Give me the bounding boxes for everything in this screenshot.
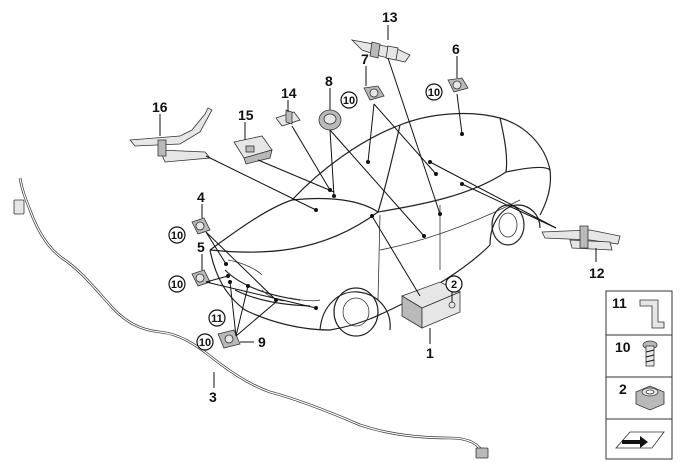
circle-10-near-5: 10: [171, 279, 183, 291]
label-3: 3: [209, 389, 217, 405]
legend-label-10: 10: [615, 339, 631, 355]
circle-10-near-4: 10: [171, 230, 183, 242]
part-13-bracket: [350, 39, 411, 63]
car-outline: [209, 112, 552, 337]
nut-icon: [635, 385, 665, 411]
part-4-sensor: [191, 217, 211, 235]
label-1: 1: [426, 345, 434, 361]
label-15: 15: [238, 107, 254, 123]
bracket-icon: [639, 299, 665, 329]
circle-10-near-7: 10: [343, 95, 355, 107]
part-5-sensor: [191, 269, 211, 287]
circle-2-near-1: 2: [451, 279, 457, 291]
label-13: 13: [382, 9, 398, 25]
circle-11-near-9: 11: [211, 313, 223, 325]
circle-10-near-9: 10: [199, 337, 211, 349]
legend-panel: 11 10 2: [605, 290, 673, 460]
legend-label-2: 2: [619, 381, 627, 397]
label-9: 9: [258, 334, 266, 350]
part-6-sensor: [447, 77, 469, 93]
label-stems: [159, 25, 597, 388]
part-9-sensor: [217, 329, 241, 349]
part-8-crash-sensor: [318, 109, 342, 131]
part-16-bracket: [129, 107, 213, 163]
label-16: 16: [152, 99, 168, 115]
circled-labels: 10 10 10 10 11 10 2: [168, 83, 463, 351]
part-15-module: [233, 135, 273, 165]
direction-arrow-icon: [615, 431, 665, 449]
part-1-airbag-control-unit: [401, 281, 461, 329]
circle-10-near-6: 10: [428, 87, 440, 99]
leader-lines: [205, 57, 557, 337]
label-12: 12: [589, 265, 605, 281]
legend-label-11: 11: [612, 295, 627, 311]
part-12-bracket: [541, 225, 621, 251]
leader-dots: [224, 132, 464, 310]
part-7-sensor: [363, 85, 385, 101]
screw-icon: [642, 340, 658, 367]
label-8: 8: [325, 73, 333, 89]
label-14: 14: [281, 85, 297, 101]
label-4: 4: [197, 189, 205, 205]
label-6: 6: [452, 41, 460, 57]
label-5: 5: [197, 239, 205, 255]
part-14-bracket: [275, 109, 301, 127]
label-7: 7: [361, 51, 369, 67]
part-labels: 13 6 7 8 14 15 16 12 4 5 9 1 3: [152, 9, 605, 405]
